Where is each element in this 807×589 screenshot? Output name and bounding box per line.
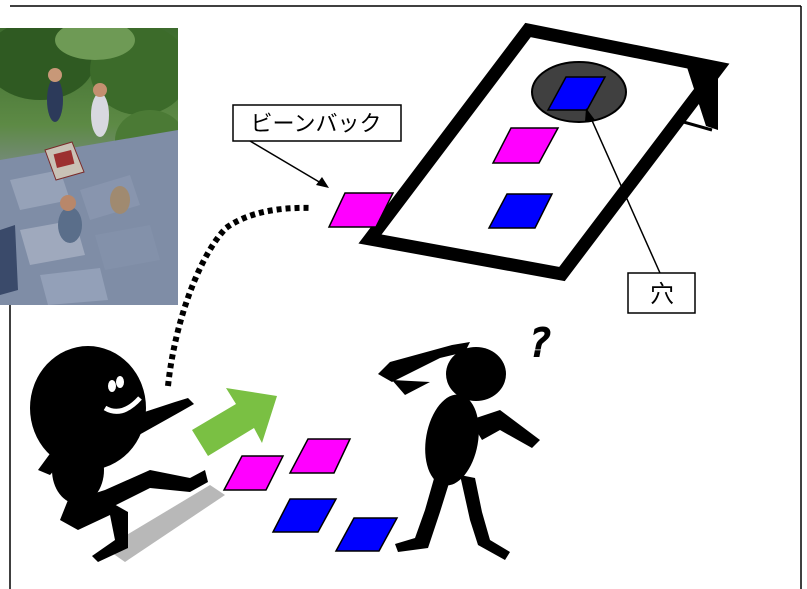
green-arrow bbox=[192, 388, 277, 456]
thrower-shadow bbox=[105, 485, 225, 562]
page-frame bbox=[9, 5, 802, 589]
board-bag-magenta bbox=[491, 127, 560, 164]
ground-bag-magenta-2 bbox=[288, 438, 352, 474]
thrower-face bbox=[103, 376, 142, 414]
board-bag-magenta-edge bbox=[327, 192, 395, 228]
hole-callout: 穴 bbox=[585, 108, 696, 314]
beanbag-label: ビーンバック bbox=[251, 112, 382, 137]
backyard-photo bbox=[0, 28, 178, 305]
ground-bag-magenta-1 bbox=[222, 455, 285, 491]
question-mark-icon: ? bbox=[529, 320, 551, 366]
board-hole bbox=[531, 61, 627, 123]
throw-trajectory bbox=[165, 204, 313, 387]
question-mark: ? bbox=[530, 321, 550, 365]
confused-figure bbox=[378, 342, 540, 560]
hole-label: 穴 bbox=[650, 280, 674, 308]
board-bag-blue bbox=[487, 193, 554, 229]
thrower-figure bbox=[30, 346, 208, 562]
beanbag-callout: ビーンバック bbox=[232, 104, 402, 188]
ground-bag-blue-2 bbox=[334, 517, 399, 552]
ground-bag-blue-1 bbox=[271, 498, 338, 533]
